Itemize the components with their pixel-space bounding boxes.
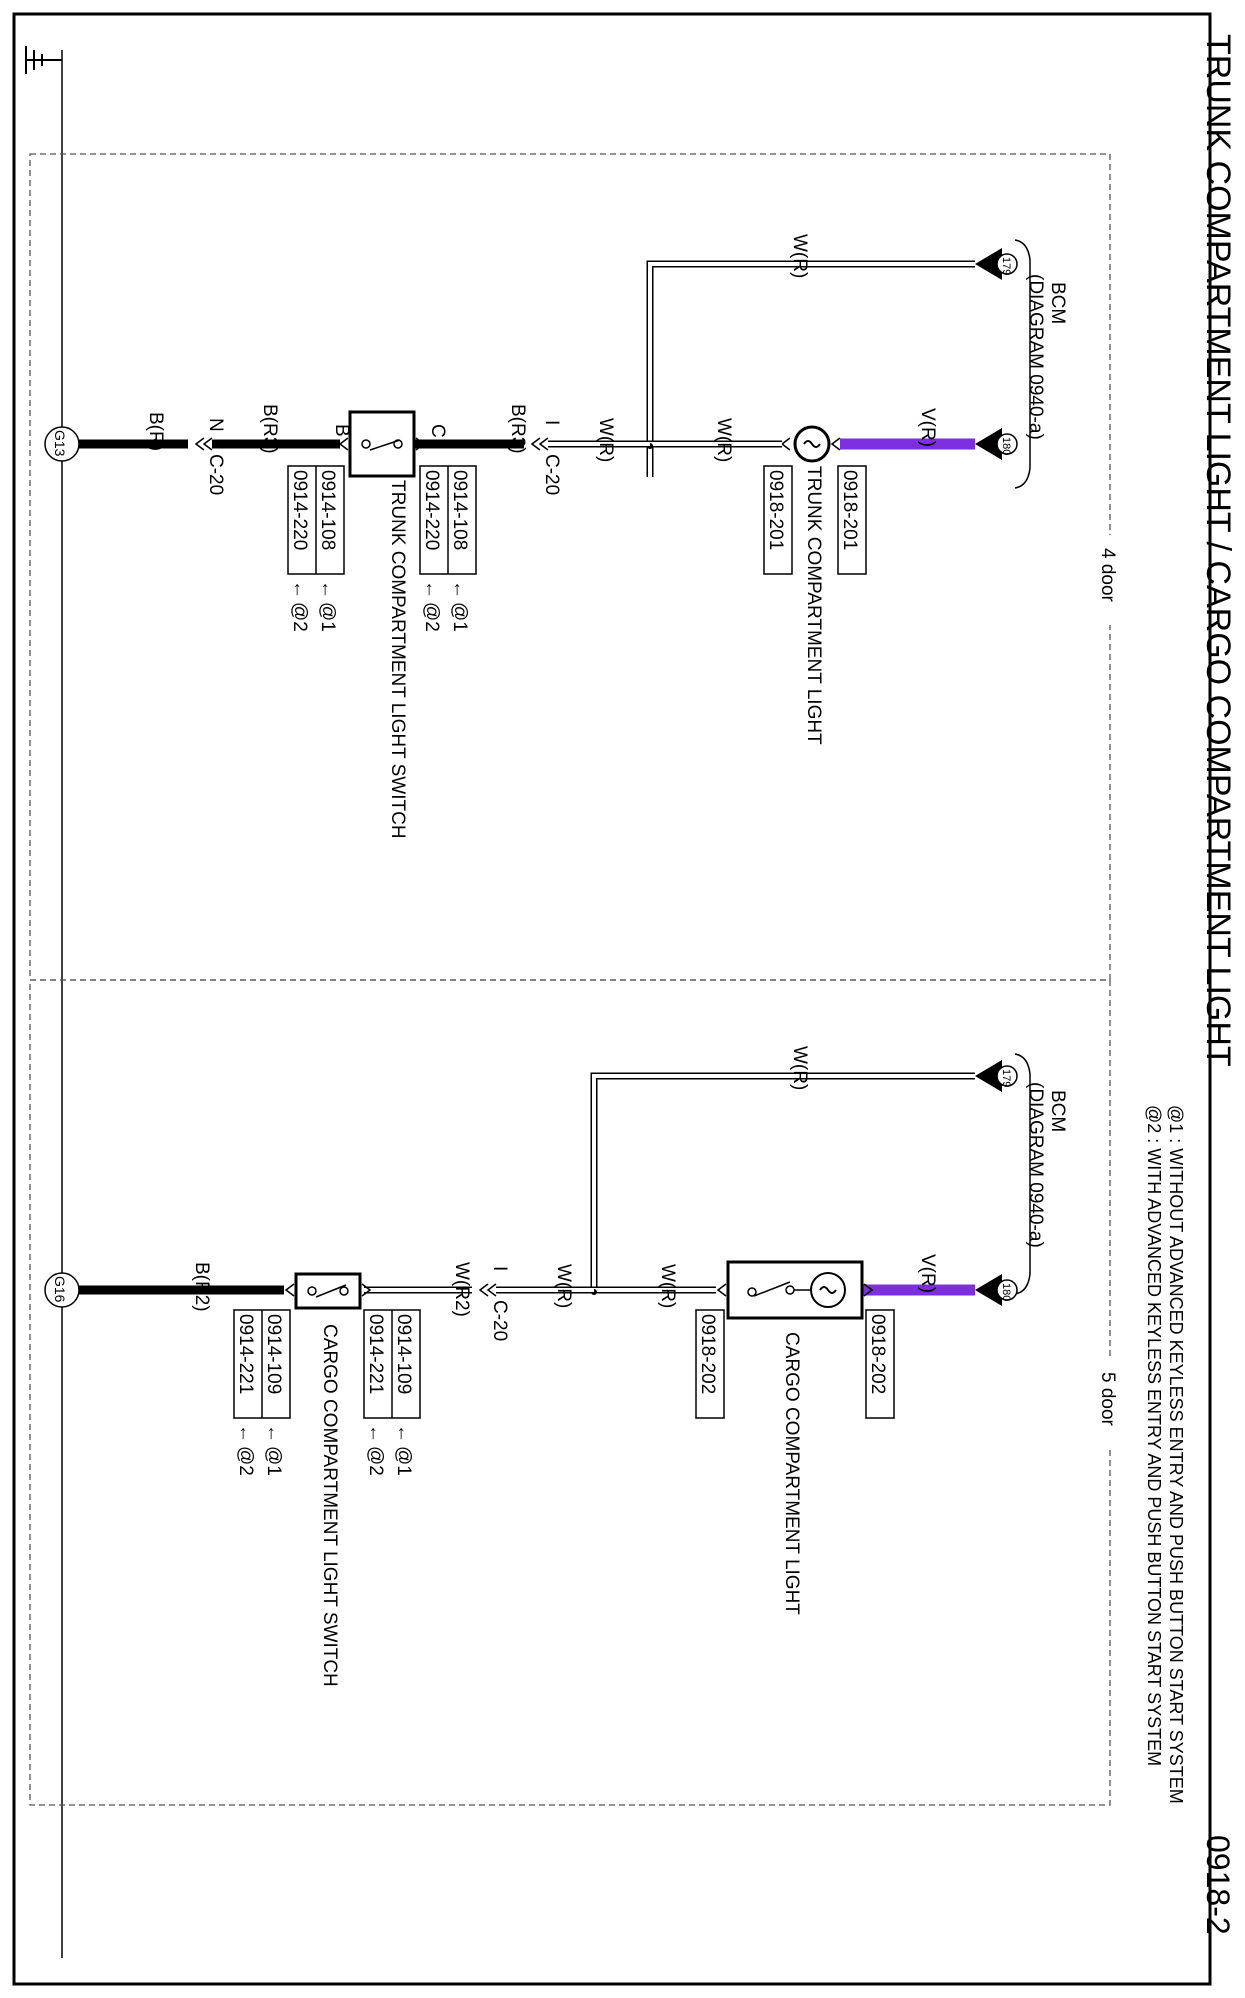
svg-text:0914-109: 0914-109 bbox=[393, 1314, 414, 1394]
svg-text:@2: @2 bbox=[365, 1446, 386, 1476]
svg-text:0918-202: 0918-202 bbox=[867, 1314, 888, 1394]
svg-text:G16: G16 bbox=[52, 1276, 68, 1303]
wire-label: W(R) bbox=[657, 1264, 678, 1308]
svg-text:@2: @2 bbox=[421, 602, 442, 632]
svg-text:@2: @2 bbox=[235, 1446, 256, 1476]
section-5-door bbox=[29, 979, 1111, 1806]
page-code-block: 0918-2 bbox=[1200, 1835, 1236, 1935]
light-code-box bbox=[763, 465, 793, 575]
svg-text:0918-201: 0918-201 bbox=[765, 470, 786, 550]
svg-text:←: ← bbox=[235, 1424, 256, 1443]
cargo-light-switch bbox=[284, 1272, 372, 1310]
svg-text:C-20: C-20 bbox=[489, 1300, 510, 1341]
light-code-box bbox=[865, 1309, 895, 1419]
trunk-light-label: TRUNK COMPARTMENT LIGHT bbox=[803, 466, 824, 745]
ground-g13: G13 bbox=[44, 426, 80, 462]
terminal-180-4door: 180 bbox=[975, 428, 1018, 460]
wire-label: W(R) bbox=[713, 418, 734, 462]
wire-label: B(R3) bbox=[507, 404, 528, 454]
svg-text:←: ← bbox=[365, 1424, 386, 1443]
light-code-box bbox=[837, 465, 867, 575]
bcm-diagram-5door: (DIAGRAM 0940-a) bbox=[1025, 1082, 1046, 1248]
light-code-box bbox=[695, 1309, 725, 1419]
wire-label: B(R2) bbox=[191, 1262, 212, 1312]
bcm-diagram-4door: (DIAGRAM 0940-a) bbox=[1025, 274, 1046, 440]
wire-label: V(R) bbox=[917, 1254, 938, 1293]
option-note-2: @2 : WITH ADVANCED KEYLESS ENTRY AND PUS… bbox=[1144, 1105, 1164, 1766]
page-frame bbox=[12, 12, 1212, 1986]
terminal-179-4door: 179 bbox=[975, 248, 1018, 280]
svg-text:0914-220: 0914-220 bbox=[289, 470, 310, 550]
svg-text:N: N bbox=[205, 418, 226, 432]
svg-text:0914-108: 0914-108 bbox=[449, 470, 470, 550]
connector-c20-i: I C-20 bbox=[530, 420, 562, 495]
trunk-switch-label: TRUNK COMPARTMENT LIGHT SWITCH bbox=[387, 480, 408, 839]
svg-text:I: I bbox=[489, 1266, 510, 1271]
connector-c20-n: N C-20 bbox=[194, 418, 226, 495]
bcm-label-5door: BCM bbox=[1047, 1090, 1068, 1132]
wire-label: W(R) bbox=[553, 1264, 574, 1308]
svg-text:←: ← bbox=[393, 1424, 414, 1443]
svg-text:←: ← bbox=[263, 1424, 284, 1443]
ground-icon bbox=[25, 46, 62, 74]
svg-text:←: ← bbox=[317, 580, 338, 599]
bcm-label-4door: BCM bbox=[1047, 282, 1068, 324]
svg-text:C-20: C-20 bbox=[205, 454, 226, 495]
svg-text:@1: @1 bbox=[263, 1446, 284, 1476]
svg-text:0918-202: 0918-202 bbox=[697, 1314, 718, 1394]
section-4-door bbox=[29, 153, 1111, 981]
svg-text:C: C bbox=[427, 424, 448, 438]
circuit-4-door: BCM (DIAGRAM 0940-a) 179 180 W(R) V(R) bbox=[44, 234, 1068, 839]
svg-text:G13: G13 bbox=[52, 430, 68, 457]
svg-text:@1: @1 bbox=[449, 602, 470, 632]
wire-label: W(R) bbox=[595, 418, 616, 462]
wire-label: V(R) bbox=[917, 408, 938, 447]
svg-text:0914-108: 0914-108 bbox=[317, 470, 338, 550]
svg-text:←: ← bbox=[449, 580, 470, 599]
svg-text:179: 179 bbox=[1000, 1069, 1012, 1087]
circuit-5-door: BCM (DIAGRAM 0940-a) 179 180 W(R) V(R) bbox=[44, 1046, 1068, 1687]
connector-c20-i-5door: I C-20 bbox=[478, 1266, 510, 1341]
svg-text:←: ← bbox=[421, 580, 442, 599]
svg-text:180: 180 bbox=[1000, 1283, 1012, 1301]
svg-text:C-20: C-20 bbox=[541, 454, 562, 495]
cargo-light-label: CARGO COMPARTMENT LIGHT bbox=[781, 1332, 802, 1615]
terminal-180-5door: 180 bbox=[975, 1274, 1018, 1306]
ground-g16: G16 bbox=[44, 1272, 80, 1308]
wire-label: B(R3) bbox=[259, 404, 280, 454]
cargo-light bbox=[716, 1260, 874, 1320]
section-5-door-label: 5 door bbox=[1097, 1372, 1118, 1427]
terminal-179-5door: 179 bbox=[975, 1060, 1018, 1092]
svg-text:0914-221: 0914-221 bbox=[365, 1314, 386, 1394]
svg-text:I: I bbox=[541, 420, 562, 425]
cargo-switch-label: CARGO COMPARTMENT LIGHT SWITCH bbox=[319, 1324, 340, 1687]
option-note-1: @1 : WITHOUT ADVANCED KEYLESS ENTRY AND … bbox=[1166, 1105, 1186, 1804]
svg-text:0914-109: 0914-109 bbox=[263, 1314, 284, 1394]
svg-text:180: 180 bbox=[1000, 437, 1012, 455]
wire-label: B(R) bbox=[145, 412, 166, 451]
wire-label: W(R2) bbox=[451, 1262, 472, 1317]
section-4-door-label: 4 door bbox=[1097, 548, 1118, 603]
svg-text:179: 179 bbox=[1000, 257, 1012, 275]
svg-text:0918-201: 0918-201 bbox=[839, 470, 860, 550]
svg-text:←: ← bbox=[289, 580, 310, 599]
wire-label: W(R) bbox=[789, 1046, 810, 1090]
svg-text:B: B bbox=[331, 424, 352, 437]
trunk-light-bulb bbox=[780, 425, 841, 463]
ground-bus bbox=[25, 46, 63, 1958]
svg-text:@2: @2 bbox=[289, 602, 310, 632]
trunk-light-switch bbox=[338, 410, 426, 478]
title-block: TRUNK COMPARTMENT LIGHT / CARGO COMPARTM… bbox=[1199, 34, 1237, 1067]
page-title: TRUNK COMPARTMENT LIGHT / CARGO COMPARTM… bbox=[1199, 34, 1237, 1067]
svg-text:@1: @1 bbox=[393, 1446, 414, 1476]
svg-text:0914-221: 0914-221 bbox=[235, 1314, 256, 1394]
svg-text:0914-220: 0914-220 bbox=[421, 470, 442, 550]
page-code: 0918-2 bbox=[1200, 1835, 1236, 1935]
svg-text:@1: @1 bbox=[317, 602, 338, 632]
option-notes: @1 : WITHOUT ADVANCED KEYLESS ENTRY AND … bbox=[1144, 1105, 1186, 1804]
wire-label: W(R) bbox=[789, 234, 810, 278]
